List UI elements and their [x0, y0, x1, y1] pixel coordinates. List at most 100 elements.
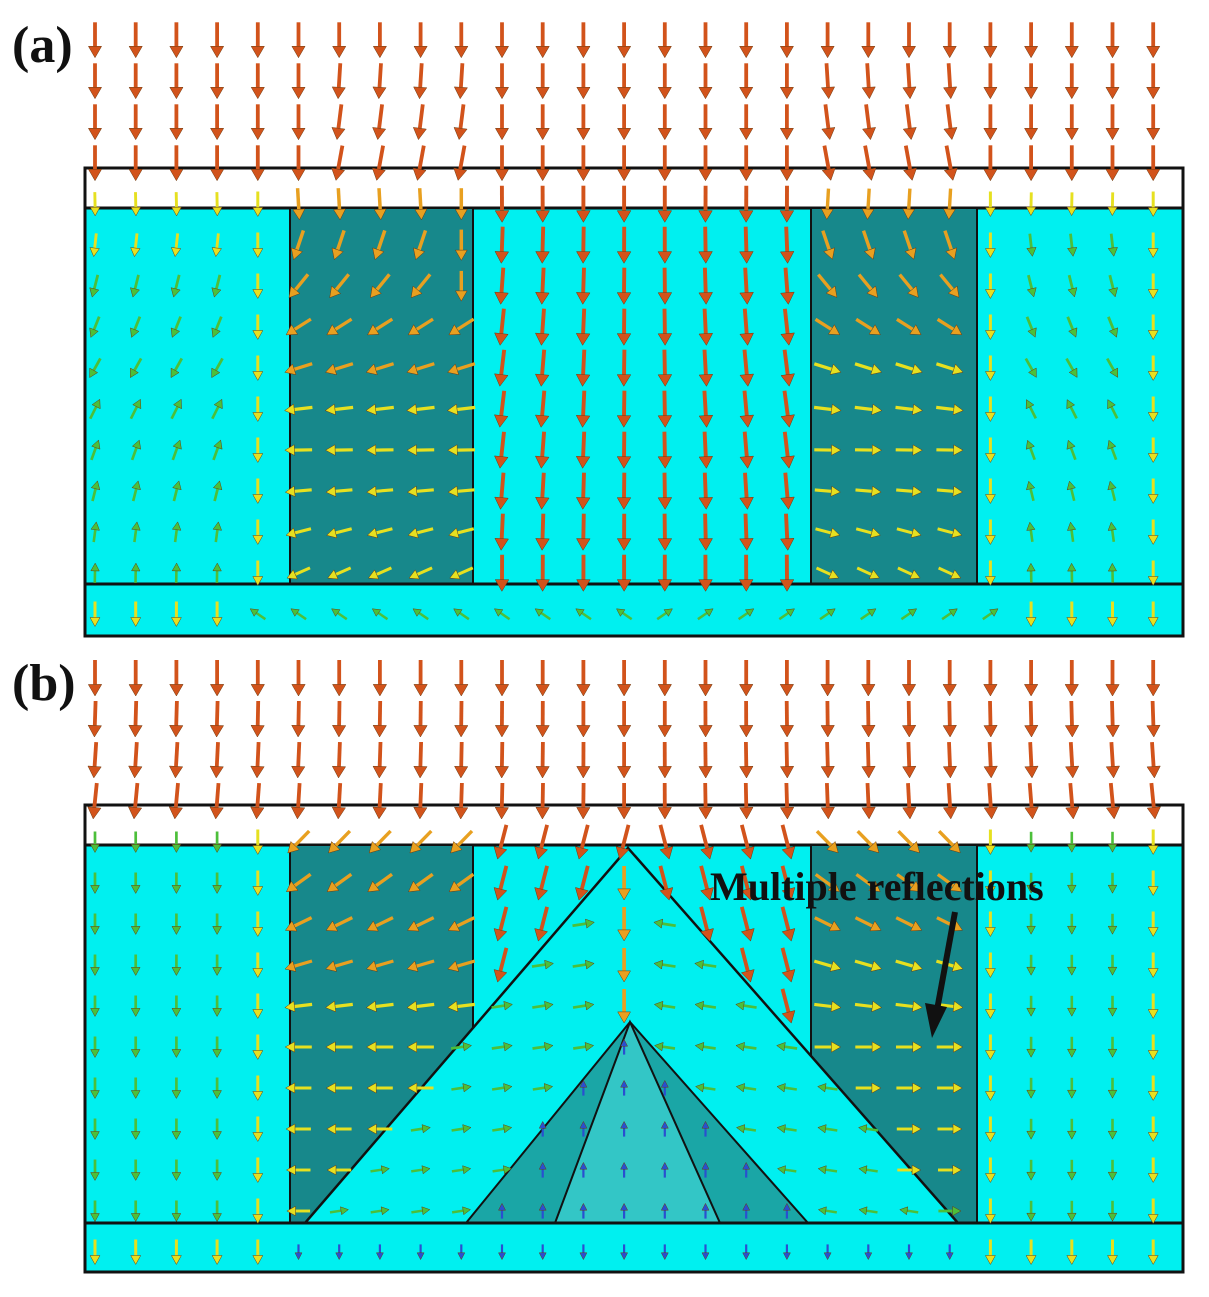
- field-arrow-icon: [776, 1165, 797, 1175]
- field-arrow-icon: [984, 273, 996, 300]
- field-arrow-icon: [742, 1202, 751, 1219]
- field-arrow-icon: [447, 362, 476, 376]
- field-arrow-icon: [698, 554, 713, 592]
- field-arrow-icon: [171, 192, 182, 217]
- field-arrow-icon: [939, 273, 960, 298]
- field-arrow-icon: [814, 1000, 842, 1013]
- field-arrow-icon: [212, 1159, 222, 1182]
- field-arrow-icon: [699, 865, 714, 901]
- field-arrow-icon: [285, 872, 312, 893]
- field-arrow-icon: [212, 480, 223, 502]
- field-arrow-icon: [698, 185, 713, 223]
- field-arrow-icon: [326, 1123, 352, 1135]
- field-arrow-icon: [1026, 831, 1036, 853]
- field-arrow-icon: [493, 824, 509, 860]
- field-arrow-icon: [859, 608, 877, 621]
- field-arrow-icon: [1024, 700, 1039, 738]
- field-arrow-icon: [1067, 1118, 1077, 1140]
- field-arrow-icon: [291, 742, 306, 779]
- field-arrow-icon: [171, 872, 182, 895]
- field-arrow-icon: [983, 700, 998, 738]
- field-arrow-icon: [1105, 741, 1121, 779]
- field-arrow-icon: [406, 959, 435, 972]
- field-arrow-icon: [657, 349, 673, 387]
- field-arrow-icon: [493, 608, 511, 621]
- field-arrow-icon: [616, 513, 632, 551]
- field-arrow-icon: [454, 741, 469, 779]
- field-arrow-icon: [739, 741, 754, 779]
- field-arrow-icon: [780, 308, 795, 346]
- field-arrow-icon: [372, 700, 387, 738]
- field-arrow-icon: [616, 431, 632, 469]
- field-arrow-icon: [855, 873, 881, 892]
- field-arrow-icon: [576, 185, 591, 223]
- field-arrow-icon: [1064, 145, 1079, 182]
- field-arrow-icon: [285, 317, 312, 336]
- field-arrow-icon: [451, 1206, 472, 1216]
- field-arrow-icon: [1105, 700, 1120, 738]
- field-arrow-icon: [905, 1244, 913, 1261]
- field-arrow-icon: [1107, 1036, 1118, 1058]
- field-arrow-icon: [576, 701, 591, 738]
- field-arrow-icon: [620, 1161, 629, 1178]
- field-arrow-icon: [170, 233, 182, 258]
- field-arrow-icon: [1105, 145, 1120, 182]
- field-arrow-icon: [535, 741, 550, 779]
- field-arrow-icon: [171, 995, 182, 1018]
- field-arrow-icon: [331, 608, 348, 621]
- field-arrow-icon: [494, 700, 510, 738]
- field-arrow-icon: [171, 1036, 182, 1059]
- field-arrow-icon: [409, 829, 433, 854]
- field-arrow-icon: [660, 1244, 669, 1261]
- field-arrow-icon: [412, 608, 429, 621]
- field-arrow-icon: [1147, 870, 1159, 897]
- field-arrow-icon: [365, 403, 394, 416]
- field-arrow-icon: [698, 660, 713, 697]
- field-arrow-icon: [1147, 191, 1159, 218]
- field-arrow-icon: [129, 398, 142, 420]
- field-arrow-icon: [1026, 1200, 1036, 1222]
- field-arrow-icon: [660, 1161, 669, 1178]
- field-arrow-icon: [739, 782, 754, 820]
- field-arrow-icon: [1107, 399, 1119, 420]
- field-arrow-icon: [984, 314, 996, 341]
- field-arrow-icon: [735, 1042, 757, 1052]
- field-arrow-icon: [366, 1041, 394, 1053]
- field-arrow-icon: [982, 608, 999, 621]
- field-arrow-icon: [89, 601, 101, 628]
- field-arrow-icon: [372, 63, 387, 100]
- field-arrow-icon: [89, 192, 101, 217]
- field-arrow-icon: [366, 485, 394, 498]
- field-arrow-icon: [855, 527, 881, 539]
- field-arrow-icon: [168, 741, 184, 779]
- field-arrow-icon: [373, 188, 387, 221]
- field-arrow-icon: [169, 22, 184, 59]
- field-arrow-icon: [739, 472, 754, 510]
- field-arrow-icon: [984, 1198, 996, 1225]
- field-arrow-icon: [453, 63, 468, 100]
- field-arrow-icon: [983, 782, 998, 820]
- field-arrow-icon: [171, 1200, 182, 1223]
- field-arrow-icon: [252, 993, 264, 1020]
- field-arrow-icon: [820, 783, 835, 820]
- field-arrow-icon: [984, 519, 996, 546]
- field-arrow-icon: [814, 1041, 842, 1053]
- field-arrow-icon: [943, 230, 958, 260]
- field-arrow-icon: [943, 104, 958, 141]
- field-arrow-icon: [739, 390, 755, 428]
- field-arrow-icon: [779, 145, 794, 182]
- field-arrow-icon: [211, 274, 222, 298]
- field-arrow-icon: [493, 906, 509, 942]
- field-arrow-icon: [493, 390, 509, 428]
- field-arrow-icon: [657, 472, 673, 510]
- field-arrow-icon: [1146, 660, 1161, 697]
- field-arrow-icon: [695, 1083, 716, 1093]
- field-arrow-icon: [657, 431, 673, 469]
- field-arrow-icon: [252, 911, 264, 938]
- field-arrow-icon: [984, 396, 996, 423]
- field-arrow-icon: [89, 233, 100, 258]
- field-arrow-icon: [984, 560, 996, 587]
- field-arrow-icon: [88, 398, 101, 420]
- field-arrow-icon: [325, 362, 354, 376]
- field-arrow-icon: [984, 1157, 996, 1184]
